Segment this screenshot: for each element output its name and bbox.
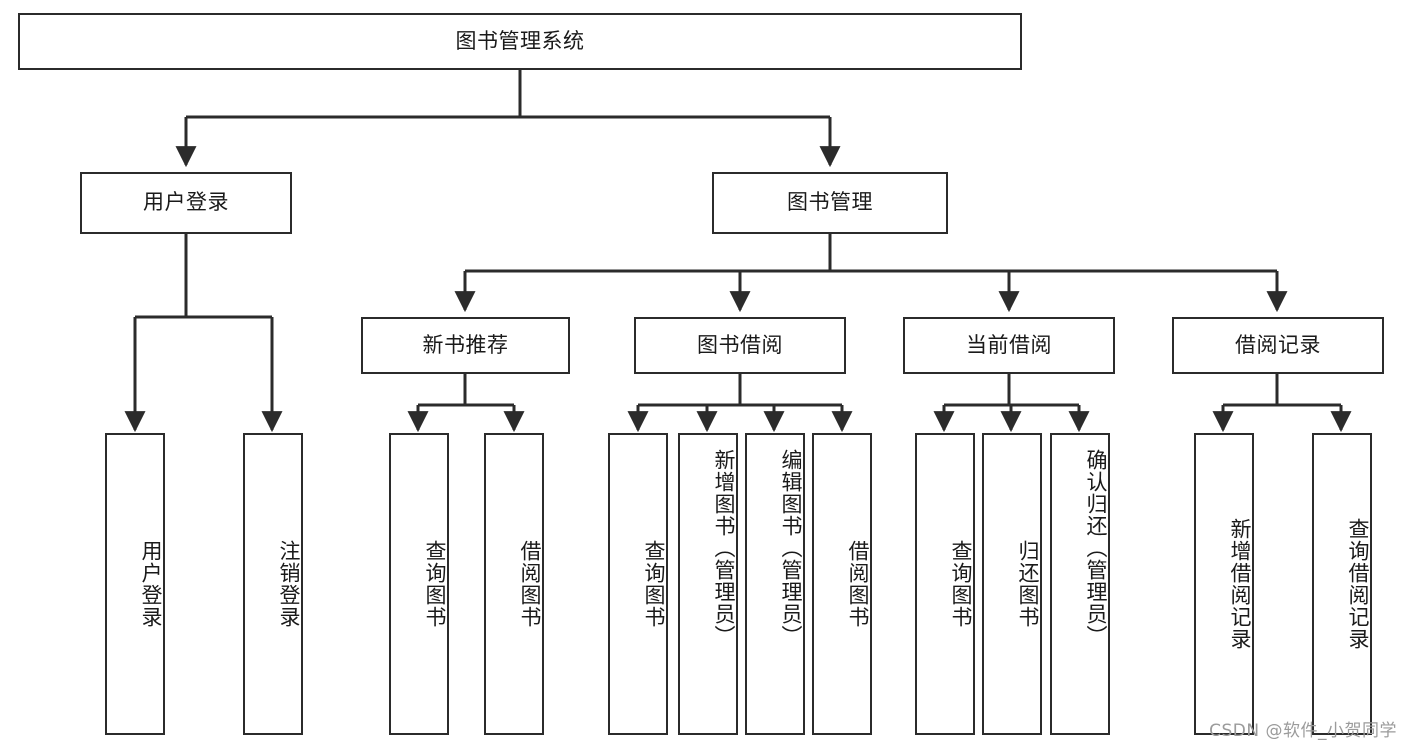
node-label: 图书借阅 — [697, 332, 783, 357]
node-label: 新增图书（管理员） — [712, 449, 736, 647]
node-label: 当前借阅 — [966, 332, 1052, 357]
node-current-borrow[interactable]: 当前借阅 — [903, 317, 1115, 374]
node-leaf-query-book-3[interactable]: 查询图书 — [915, 433, 975, 735]
node-leaf-query-book-1[interactable]: 查询图书 — [389, 433, 449, 735]
node-label: 归还图书 — [1016, 540, 1040, 628]
node-label: 查询图书 — [423, 540, 447, 628]
node-leaf-add-record[interactable]: 新增借阅记录 — [1194, 433, 1254, 735]
node-label: 查询图书 — [949, 540, 973, 628]
node-label: 用户登录 — [143, 190, 229, 215]
node-label: 编辑图书（管理员） — [779, 449, 803, 647]
node-label: 图书管理系统 — [455, 28, 585, 53]
node-label: 查询借阅记录 — [1346, 518, 1370, 650]
node-label: 图书管理 — [787, 190, 873, 215]
node-label: 新增借阅记录 — [1228, 518, 1252, 650]
node-leaf-query-record[interactable]: 查询借阅记录 — [1312, 433, 1372, 735]
node-label: 借阅图书 — [846, 540, 870, 628]
node-label: 用户登录 — [139, 540, 163, 628]
node-leaf-add-book[interactable]: 新增图书（管理员） — [678, 433, 738, 735]
node-leaf-borrow-book-1[interactable]: 借阅图书 — [484, 433, 544, 735]
node-label: 确认归还（管理员） — [1084, 449, 1108, 647]
node-label: 新书推荐 — [422, 332, 509, 357]
node-leaf-query-book-2[interactable]: 查询图书 — [608, 433, 668, 735]
node-label: 查询图书 — [642, 540, 666, 628]
node-leaf-user-login[interactable]: 用户登录 — [105, 433, 165, 735]
node-root-book-management-system[interactable]: 图书管理系统 — [18, 13, 1022, 70]
node-leaf-user-logout[interactable]: 注销登录 — [243, 433, 303, 735]
node-leaf-return-book[interactable]: 归还图书 — [982, 433, 1042, 735]
node-leaf-confirm-return[interactable]: 确认归还（管理员） — [1050, 433, 1110, 735]
node-label: 借阅记录 — [1235, 332, 1321, 357]
node-new-book-recommend[interactable]: 新书推荐 — [361, 317, 570, 374]
node-leaf-edit-book[interactable]: 编辑图书（管理员） — [745, 433, 805, 735]
node-label: 注销登录 — [277, 540, 301, 628]
node-user-login[interactable]: 用户登录 — [80, 172, 292, 234]
csdn-watermark: CSDN @软件_小贺同学 — [1209, 721, 1397, 741]
node-book-borrow[interactable]: 图书借阅 — [634, 317, 846, 374]
node-label: 借阅图书 — [518, 540, 542, 628]
node-borrow-record[interactable]: 借阅记录 — [1172, 317, 1384, 374]
node-leaf-borrow-book-2[interactable]: 借阅图书 — [812, 433, 872, 735]
node-book-management[interactable]: 图书管理 — [712, 172, 948, 234]
